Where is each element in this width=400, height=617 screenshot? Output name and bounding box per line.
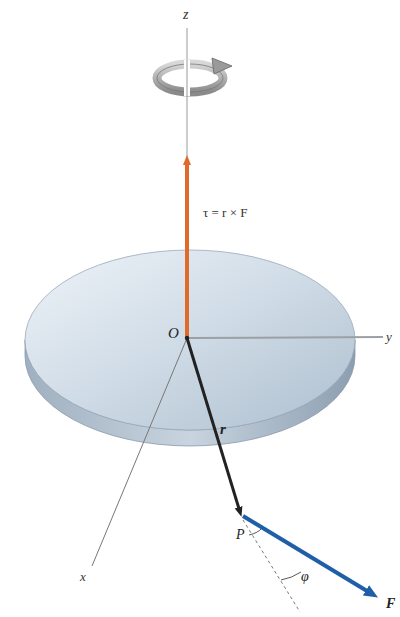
axis-label: P [236, 528, 245, 542]
axis-label: O [168, 326, 179, 341]
axis-label: F [386, 597, 395, 611]
y-axis [187, 337, 383, 338]
force-vector [243, 516, 372, 594]
axis-label: x [80, 570, 86, 583]
axis-label: z [183, 8, 188, 22]
rotation-arrow [157, 58, 232, 96]
axis-label: r [220, 422, 226, 437]
axis-label: τ = r × F [203, 206, 247, 219]
position-vector [187, 338, 240, 512]
axis-label: y [386, 330, 392, 343]
torque-vector [185, 160, 189, 338]
angle-arc [249, 528, 262, 535]
x-axis [92, 338, 187, 566]
angle-arc [281, 572, 301, 580]
axis-label: φ [301, 570, 309, 584]
origin-point [185, 336, 189, 340]
